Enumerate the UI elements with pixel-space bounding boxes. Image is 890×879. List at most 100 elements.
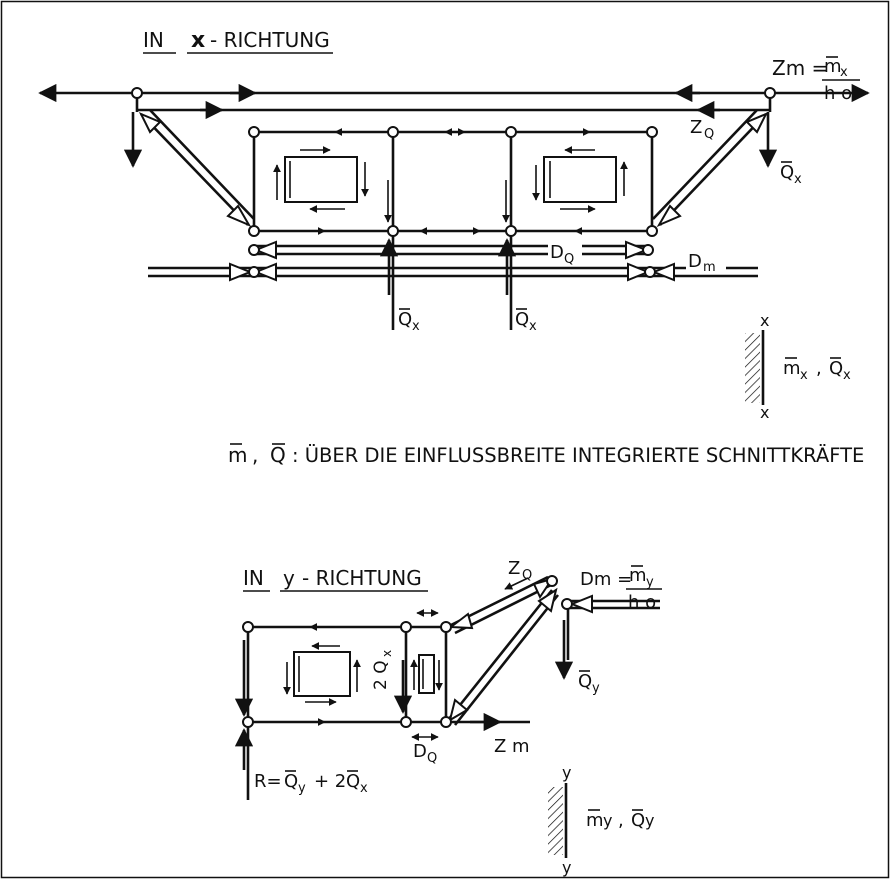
y-direction-diagram: IN y - RICHTUNG Dm = m y h o Z m D Q 2 [234,558,662,877]
y-dm-denominator: h o [628,592,656,613]
x-zq-sub: Q [704,127,714,142]
x-heading-axis: x [191,28,205,53]
x-support-axis-bottom: x [760,403,769,422]
y-node-top-left [242,621,254,633]
note-sep: , [252,443,258,467]
note-q: Q [270,443,286,467]
y-shear-panel-small [410,654,443,694]
x-right-diagonal-tail [656,204,682,228]
note-line: m , Q : ÜBER DIE EINFLUSSBREITE INTEGRIE… [228,443,864,467]
x-dq-label: D [550,242,564,263]
x-support-m-sub: x [800,368,808,383]
y-lower-diagonal-b [453,594,560,726]
x-dm-head-left-b [253,262,277,282]
y-dq-sub: Q [427,751,437,766]
x-node-inner-4 [646,126,658,138]
y-qy-letter: Q [578,671,592,692]
x-zm-numerator: m [824,56,842,77]
x-node-inner-1 [248,126,260,138]
y-shear-panel-left [283,642,361,706]
x-support-m: m [783,358,801,379]
x-qx-bottom-2-letter: Q [515,309,529,330]
y-reaction-qx: Q [346,771,360,792]
x-dq-label-bg [548,240,582,262]
y-reaction-qx-sub: x [360,781,368,796]
x-qx-bottom-1-letter: Q [398,309,412,330]
x-node-bottom-2 [387,225,399,237]
y-lower-diagonal-a [446,589,554,721]
x-qx-bottom-1-sub: x [412,319,420,334]
y-dm-numerator: m [629,565,647,586]
x-right-diagonal-b [652,109,758,220]
x-node-bottom-1 [248,225,260,237]
x-node-dq-left [248,244,260,256]
x-support-q-sub: x [843,368,851,383]
y-two-qx-label: 2 Q x [371,650,394,690]
x-left-diagonal-a [140,113,249,226]
x-dm-label: D [688,251,702,272]
y-two-qx: 2 Q [371,660,391,690]
y-node-outer-a [546,575,558,587]
y-reaction-plus: + 2 [314,771,346,792]
y-heading-prefix: IN [243,566,264,590]
y-two-qx-sub: x [380,650,394,657]
y-reaction-qy-sub: y [298,781,306,796]
x-heading-suffix: - RICHTUNG [210,28,330,52]
x-node-inner-3 [505,126,517,138]
x-left-diagonal-b [149,109,255,220]
x-direction-diagram: IN x - RICHTUNG Zm = m x h o Z Q Q x [38,28,870,422]
x-right-diagonal-head [745,112,769,134]
y-zq-sub: Q [522,568,532,583]
x-qx-right-letter: Q [780,162,794,183]
x-node-bottom-4 [646,225,658,237]
x-dq-head-left [253,240,277,260]
x-support-sep: , [816,358,822,379]
x-qx-right-sub: x [794,172,802,187]
y-node-bottom-mid [400,716,412,728]
x-zm-numerator-sub: x [840,65,848,80]
y-support-m-sub: y [603,811,612,830]
y-qy-sub: y [592,681,600,696]
x-shear-panel-left [273,146,369,213]
x-node-dm-right [644,266,656,278]
x-support-axis-top: x [760,311,769,330]
y-support-m: m [586,810,604,831]
y-upper-diagonal-tail [448,612,474,630]
y-heading-suffix: - RICHTUNG [302,566,422,590]
x-node-top-right [764,87,776,99]
y-lower-diagonal-tail [448,698,469,723]
x-qx-bottom-2-sub: x [529,319,537,334]
y-heading-axis: y [283,566,295,590]
x-dm-sub: m [703,260,716,275]
x-dq-head-right [625,240,649,260]
y-dm-chord-head [569,594,593,614]
y-support-q: Q [631,810,645,831]
y-support-legend: y y m y , Q y [548,763,654,877]
x-left-diagonal-tail [226,204,252,228]
x-node-bottom-3 [505,225,517,237]
x-shear-panel-right [532,146,628,213]
y-reaction-qy: Q [284,771,298,792]
x-node-dq-right [642,244,654,256]
x-right-diagonal-a [659,113,767,226]
x-zq-label: Z [690,117,702,138]
note-text: : ÜBER DIE EINFLUSSBREITE INTEGRIERTE SC… [292,444,864,467]
y-node-bottom-left [242,716,254,728]
y-dm-numerator-sub: y [646,575,654,590]
y-support-sep: , [618,810,624,831]
y-zq-label: Z [508,558,520,579]
x-node-dm-left [248,266,260,278]
x-node-inner-2 [387,126,399,138]
y-support-axis-bottom: y [562,858,571,877]
y-support-axis-top: y [562,763,571,782]
y-node-top-mid [400,621,412,633]
y-reaction-lhs: R= [254,771,282,792]
y-node-outer-b [561,598,573,610]
y-node-top-right [440,621,452,633]
x-dm-head-right-b [651,262,675,282]
y-support-q-sub: y [645,811,654,830]
x-support-legend: x x m x , Q x [745,311,851,422]
y-zq-small-arrow [504,577,529,590]
